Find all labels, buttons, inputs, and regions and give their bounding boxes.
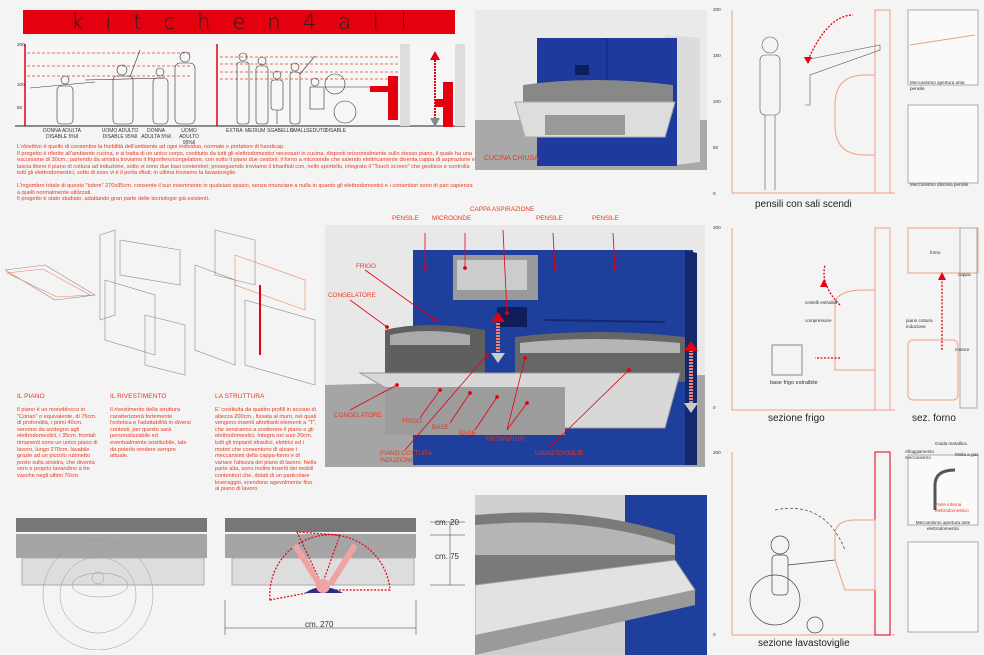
section-la-struttura: LA STRUTTURA E' costituita da quattro pro… — [215, 393, 317, 493]
open-kitchen-render — [325, 225, 705, 467]
frigo-label-cestelli: cestelli estraibili — [805, 300, 838, 305]
label-piano-cottura: PIANO COTTURA INDUZIONE — [380, 450, 432, 464]
detail-label-molla: Molla a gas — [955, 452, 979, 457]
label-base: BASE — [432, 424, 449, 431]
closed-kitchen-caption: CUCINA CHIUSA — [484, 155, 539, 162]
dimension-top: cm. 20 — [435, 518, 460, 527]
label-pensile: PENSILE — [592, 215, 619, 222]
anthro-label: SMALL — [290, 128, 307, 134]
label-frigo: FRIGO — [402, 418, 422, 425]
scale-tick: 200 — [713, 7, 721, 12]
scale-tick: 0 — [713, 405, 716, 410]
label-pensile: PENSILE — [536, 215, 563, 222]
label-base: BASE — [459, 430, 476, 437]
desc-paragraph: L'obiettivo è quello di consentire la fr… — [17, 144, 476, 177]
worktop-detail-render — [475, 495, 707, 655]
column-text: Il rivestimento della struttura caratter… — [110, 407, 191, 460]
title: kitchen4all — [71, 10, 429, 34]
anthro-label: DONNA ADULTA 5%ll — [141, 128, 171, 140]
forno-label-motore: motore — [955, 347, 970, 352]
scale-tick: 100 — [713, 99, 721, 104]
detail-label-parte: Parte interna elettrodomestico — [935, 502, 969, 513]
anthropometric-diagram — [15, 42, 465, 127]
label-lavastoviglie: LAVASTOVIGLIE — [535, 450, 584, 457]
detail-label-alloggiamento: Alloggiamento meccanismo — [905, 449, 935, 460]
forno-label-forno: forno — [930, 250, 941, 255]
anthro-label: UOMO ADULTO 95%ll — [179, 128, 199, 146]
scale-tick: 50 — [713, 145, 719, 150]
section-il-piano: IL PIANO Il piano è un monoblocco in "Cor… — [17, 393, 99, 480]
scale-tick: 200 — [713, 225, 721, 230]
title-banner: kitchen4all — [23, 10, 455, 34]
anthro-label: DONNA ADULTA DISABLE 5%ll — [43, 128, 81, 140]
label-cappa: CAPPA ASPIRAZIONE — [470, 206, 535, 213]
project-description: L'obiettivo è quello di consentire la fr… — [17, 144, 477, 209]
anthro-tick: 200 — [17, 42, 25, 47]
desc-paragraph: L'ingombro totale di questo "totem" 270x… — [17, 182, 473, 203]
lavastoviglie-section-drawing — [731, 451, 979, 636]
column-title: LA STRUTTURA — [215, 393, 265, 400]
dimension-width: cm. 270 — [305, 620, 334, 629]
anthro-tick: 100 — [17, 82, 25, 87]
frigo-label-compressore: compressore — [805, 318, 832, 323]
caption-forno: sez. forno — [912, 413, 956, 424]
label-microonde: MICROONDE — [432, 215, 472, 222]
pensili-section-drawing — [731, 9, 979, 194]
anthro-label: MEDIUM — [245, 128, 266, 134]
forno-label-piano: piano cottura induzione — [906, 318, 933, 329]
caption-pensili: pensili con sali scendi — [755, 199, 852, 210]
anthro-label: SGABELLO — [267, 128, 294, 134]
label-tritarifiuti: TRITARIFIUTI — [485, 436, 525, 443]
anthro-label: DISABLE — [325, 128, 347, 134]
caption-frigo: sezione frigo — [768, 413, 825, 424]
anthro-label: EXTRA — [226, 128, 243, 134]
detail-label: Meccanismo discesa pensile — [910, 182, 969, 187]
scale-tick: 0 — [713, 191, 716, 196]
column-title: IL PIANO — [17, 393, 45, 400]
column-text: Il piano è un monoblocco in "Corian" o e… — [17, 407, 98, 479]
anthro-label: UOMO ADULTO DISABLE 95%ll — [101, 128, 139, 140]
frigo-forno-section-drawing — [731, 227, 979, 411]
label-frigo: FRIGO — [356, 263, 376, 270]
anthro-tick: 50 — [17, 105, 23, 110]
dimension-middle: cm. 75 — [435, 552, 460, 561]
detail-label-guida: Guida metallica — [935, 441, 967, 446]
floor-plan-drawings — [16, 518, 465, 650]
label-pensile: PENSILE — [392, 215, 419, 222]
frigo-label-base: base frigo estraibile — [770, 380, 818, 386]
label-congelatore: CONGELATORE — [328, 292, 376, 299]
detail-label-meccanismo: Meccanismo apertura ante elettrodomestic… — [915, 520, 971, 531]
label-congelatore: CONGELATORE — [334, 412, 382, 419]
section-il-rivestimento: IL RIVESTIMENTO Il rivestimento della str… — [110, 393, 192, 460]
detail-label: Meccanismo apertura anta pensile — [910, 80, 965, 91]
scale-tick: 0 — [713, 632, 716, 637]
column-text: E' costituita da quattro profili in acci… — [215, 407, 317, 493]
scale-tick: 150 — [713, 53, 721, 58]
scale-tick: 200 — [713, 450, 721, 455]
exploded-structure-drawing — [5, 229, 316, 385]
forno-label-cappa: cappa — [958, 272, 971, 277]
anthro-label: SEDUTO — [306, 128, 327, 134]
closed-kitchen-render — [475, 10, 707, 170]
column-title: IL RIVESTIMENTO — [110, 393, 167, 400]
caption-lavastoviglie: sezione lavastoviglie — [758, 638, 850, 649]
